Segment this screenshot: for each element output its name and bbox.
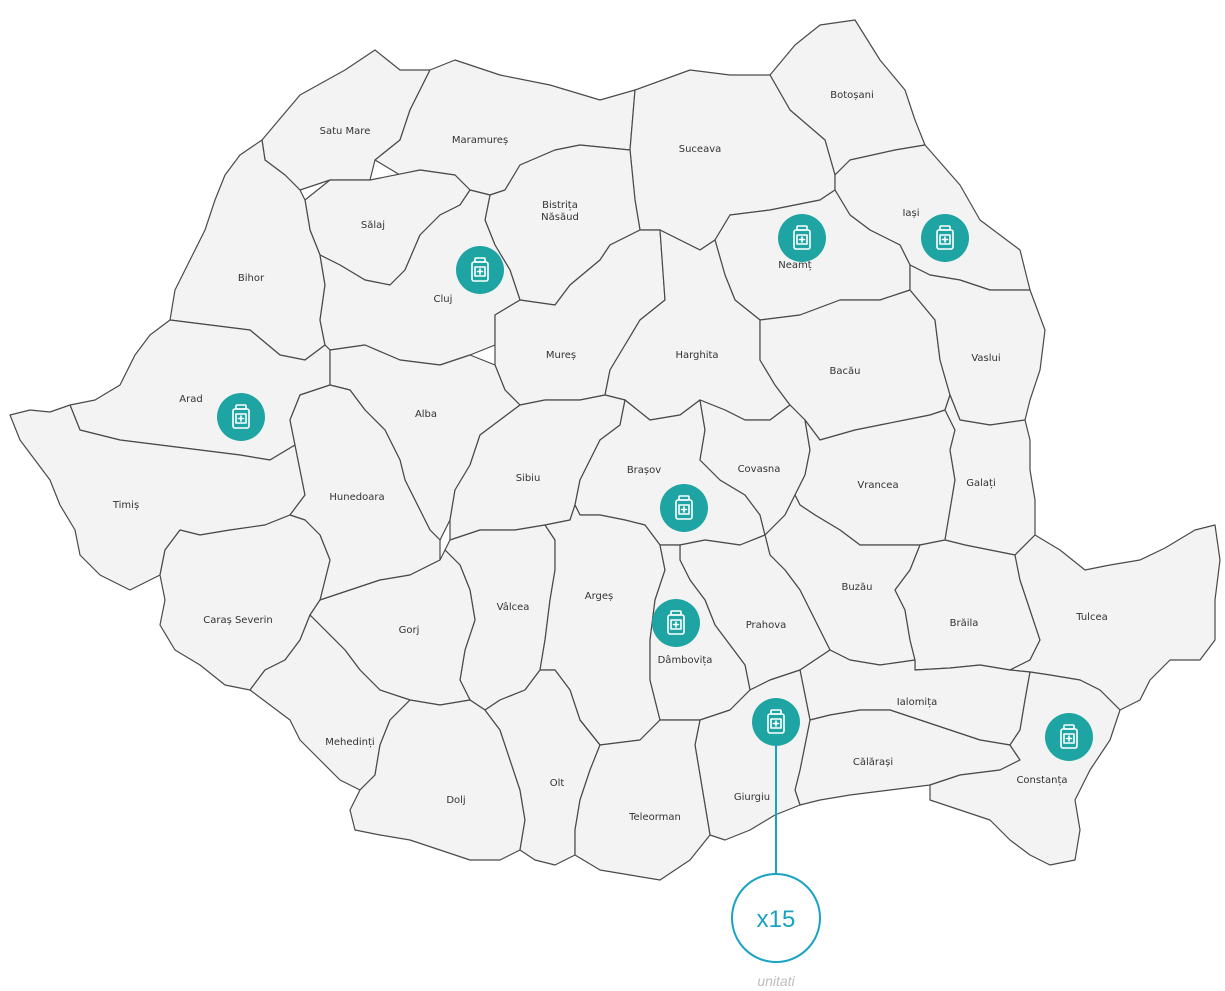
- label-suceava: Suceava: [679, 144, 722, 155]
- label-tulcea: Tulcea: [1075, 612, 1107, 623]
- label-dolj: Dolj: [446, 795, 465, 806]
- county-vaslui[interactable]: [909, 264, 1046, 426]
- callout-circle: [731, 873, 821, 963]
- label-salaj: Sălaj: [361, 220, 385, 231]
- marker-constanta[interactable]: [1045, 713, 1093, 761]
- label-constanta: Constanța: [1016, 775, 1067, 786]
- medicine-bottle-icon: [667, 610, 685, 635]
- medicine-bottle-icon: [675, 495, 693, 520]
- marker-arad[interactable]: [217, 393, 265, 441]
- county-tulcea[interactable]: [1009, 524, 1221, 711]
- label-calarasi: Călărași: [853, 757, 893, 768]
- label-mures: Mureș: [546, 350, 576, 361]
- medicine-bottle-icon: [936, 225, 954, 250]
- markers: [217, 214, 1093, 761]
- label-vaslui: Vaslui: [971, 353, 1000, 364]
- label-harghita: Harghita: [675, 350, 718, 361]
- label-vrancea: Vrancea: [857, 480, 898, 491]
- label-botosani: Botoșani: [830, 90, 873, 101]
- label-braila: Brăila: [950, 618, 979, 629]
- medicine-bottle-icon: [1060, 724, 1078, 749]
- label-cluj: Cluj: [434, 294, 453, 305]
- units-label: unitati: [757, 973, 795, 989]
- label-sibiu: Sibiu: [516, 473, 541, 484]
- label-mehedinti: Mehedinți: [325, 737, 374, 748]
- label-caras-severin: Caraș Severin: [203, 615, 273, 626]
- county-shapes: [9, 19, 1221, 881]
- marker-neamt[interactable]: [778, 214, 826, 262]
- label-bistrita: Bistrița: [542, 200, 578, 211]
- county-teleorman[interactable]: [574, 719, 711, 881]
- label-teleorman: Teleorman: [628, 812, 681, 823]
- marker-brasov[interactable]: [660, 484, 708, 532]
- label-hunedoara: Hunedoara: [329, 492, 384, 503]
- units-callout: x15 unitati: [731, 745, 821, 989]
- label-dambovita: Dâmbovița: [658, 654, 713, 666]
- label-iasi: Iași: [902, 208, 919, 219]
- marker-ilfov[interactable]: [752, 698, 800, 746]
- label-ialomita: Ialomița: [897, 697, 938, 708]
- label-arges: Argeș: [585, 591, 614, 602]
- marker-iasi[interactable]: [921, 214, 969, 262]
- label-nasaud: Năsăud: [541, 212, 579, 223]
- label-bacau: Bacău: [830, 366, 861, 377]
- label-olt: Olt: [550, 778, 565, 789]
- medicine-bottle-icon: [767, 709, 785, 734]
- label-maramures: Maramureș: [452, 135, 508, 146]
- county-labels: Satu Mare Maramureș Botoșani Suceava Săl…: [112, 90, 1108, 823]
- label-arad: Arad: [179, 394, 202, 405]
- label-brasov: Brașov: [627, 465, 661, 476]
- marker-cluj[interactable]: [456, 246, 504, 294]
- label-alba: Alba: [415, 409, 437, 420]
- units-count: x15: [757, 906, 796, 933]
- label-giurgiu: Giurgiu: [734, 792, 770, 803]
- medicine-bottle-icon: [471, 257, 489, 282]
- medicine-bottle-icon: [793, 225, 811, 250]
- label-covasna: Covasna: [738, 464, 781, 475]
- medicine-bottle-icon: [232, 404, 250, 429]
- label-valcea: Vâlcea: [497, 601, 530, 613]
- label-galati: Galați: [966, 478, 995, 489]
- marker-dambovita[interactable]: [652, 599, 700, 647]
- label-bihor: Bihor: [238, 273, 265, 284]
- label-satu-mare: Satu Mare: [320, 126, 371, 137]
- label-neamt: Neamț: [778, 260, 812, 271]
- label-prahova: Prahova: [746, 620, 787, 631]
- label-timis: Timiș: [112, 500, 139, 511]
- label-buzau: Buzău: [842, 582, 873, 593]
- label-gorj: Gorj: [399, 625, 420, 636]
